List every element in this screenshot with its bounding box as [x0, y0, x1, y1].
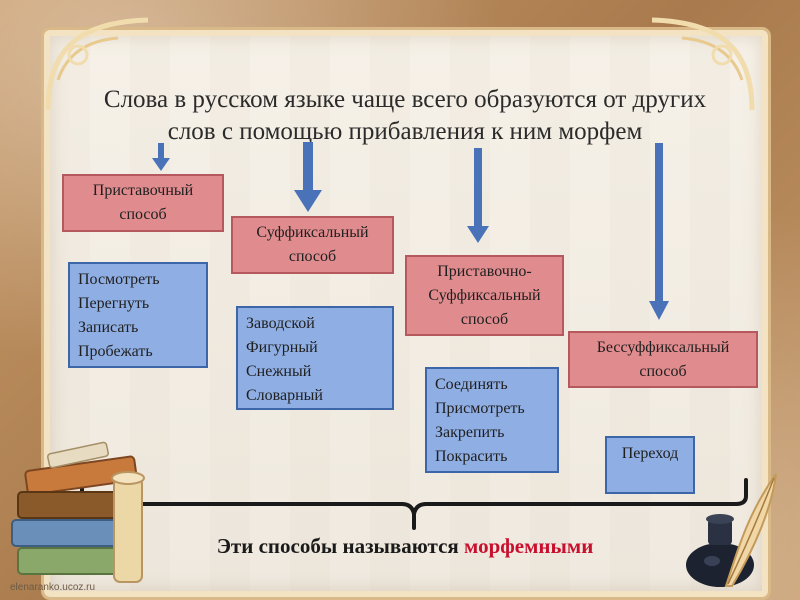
method-label-line: способ — [460, 310, 509, 328]
down-arrow-icon — [649, 143, 669, 320]
corner-ornament-icon — [45, 17, 149, 111]
curly-brace-icon — [80, 478, 748, 530]
method-label-line: Приставочно- — [437, 262, 532, 280]
example-word: Закрепить — [435, 424, 505, 441]
method-label-line: Приставочный — [92, 182, 194, 199]
example-word: Снежный — [246, 363, 312, 380]
method-label-line: Суффиксальный — [256, 224, 369, 241]
down-arrow-icon — [467, 148, 489, 243]
method-box-nonsuffix: Бессуффиксальный способ — [568, 331, 758, 388]
down-arrow-icon — [294, 142, 322, 212]
title-line-1: Слова в русском языке чаще всего образую… — [103, 86, 707, 113]
conclusion-text: Эти способы называются морфемными — [160, 534, 650, 559]
title-line-2: слов с помощью прибавления к ним морфем — [167, 118, 643, 145]
method-box-prefix-suffix: Приставочно- Суффиксальный способ — [405, 255, 564, 336]
conclusion-prefix: Эти способы называются — [216, 534, 459, 558]
example-word: Пробежать — [78, 343, 153, 360]
conclusion-accent: морфемными — [464, 534, 594, 558]
corner-ornament-icon — [651, 17, 755, 111]
examples-box-prefix: Посмотреть Перегнуть Записать Пробежать — [68, 262, 208, 368]
example-word: Присмотреть — [435, 400, 525, 417]
example-word: Заводской — [246, 315, 315, 332]
scroll-icon — [111, 471, 145, 583]
quill-icon — [724, 473, 777, 587]
down-arrow-icon — [152, 143, 170, 171]
examples-box-prefix-suffix: Соединять Присмотреть Закрепить Покрасит… — [425, 367, 559, 473]
credit-text: elenaranko.ucoz.ru — [10, 582, 96, 593]
example-word: Перегнуть — [78, 295, 150, 312]
slide-title: Слова в русском языке чаще всего образую… — [70, 84, 740, 148]
examples-box-nonsuffix: Переход — [605, 436, 695, 494]
method-label-line: способ — [288, 248, 337, 265]
example-word: Покрасить — [435, 448, 508, 465]
method-label-line: Бессуффиксальный — [596, 338, 730, 356]
example-word: Словарный — [246, 387, 323, 404]
method-label-line: способ — [639, 362, 687, 380]
method-label-line: Суффиксальный — [428, 286, 541, 304]
example-word: Записать — [78, 319, 139, 336]
method-label-line: способ — [119, 206, 167, 223]
method-box-prefix: Приставочный способ — [62, 174, 224, 232]
example-word: Посмотреть — [78, 271, 160, 288]
method-box-suffix: Суффиксальный способ — [231, 216, 394, 274]
examples-box-suffix: Заводской Фигурный Снежный Словарный — [236, 306, 394, 410]
example-word: Фигурный — [246, 339, 318, 356]
example-word: Соединять — [435, 376, 508, 393]
example-word: Переход — [621, 445, 679, 462]
